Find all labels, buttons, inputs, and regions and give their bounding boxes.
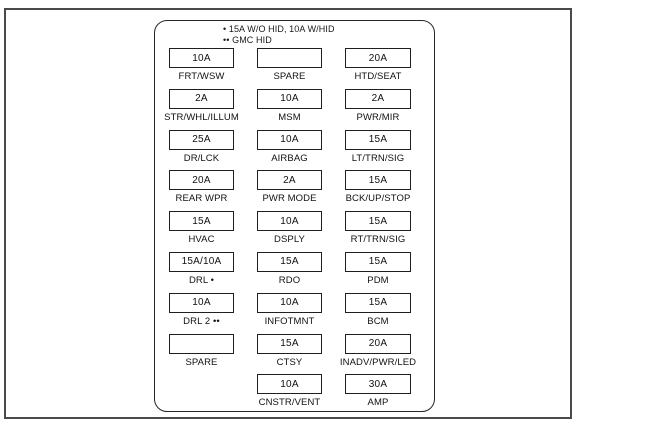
fuse-label: BCK/UP/STOP — [345, 193, 411, 205]
fuse-cell-r6-c1: 15A/10A DRL • — [169, 251, 234, 293]
fuse-label: MSM — [278, 111, 301, 123]
fuse-label: BCM — [367, 315, 389, 327]
fuse-amp-box: 25A — [169, 129, 234, 150]
fuse-cell-r7-c2: 10A INFOTMNT — [257, 292, 322, 334]
fuse-cell-r9-c3: 30A AMP — [345, 374, 411, 415]
fuse-amp-box: 10A — [257, 211, 322, 232]
fuse-cell-r1-c2: SPARE — [257, 48, 322, 89]
fuse-amp-box: 15A — [345, 211, 411, 232]
fuse-amp-box — [257, 48, 322, 68]
fuse-cell-r1-c3: 20A HTD/SEAT — [345, 48, 411, 89]
fuse-label: DSPLY — [274, 234, 305, 246]
fuse-cell-r8-c3: 20A INADV/PWR/LED — [340, 333, 416, 375]
fuse-cell-r4-c2: 2A PWR MODE — [257, 170, 322, 211]
fuse-amp-box: 15A — [345, 129, 411, 150]
fuse-cell-r4-c3: 15A BCK/UP/STOP — [345, 170, 411, 211]
fuse-label: REAR WPR — [175, 193, 228, 205]
fuse-label: DRL • — [188, 274, 215, 286]
fuse-cell-r5-c2: 10A DSPLY — [257, 211, 322, 252]
fuse-label: HVAC — [188, 234, 215, 246]
fuse-label: STR/WHL/ILLUM — [164, 111, 239, 123]
fuse-cell-r6-c3: 15A PDM — [345, 251, 411, 293]
fuse-amp-box: 10A — [169, 48, 234, 68]
fuse-amp-box: 20A — [345, 333, 411, 354]
fuse-amp-box: 10A — [257, 88, 322, 109]
fuse-cell-r4-c1: 20A REAR WPR — [169, 170, 234, 211]
fuse-amp-box: 15A — [345, 251, 411, 272]
fuse-label: LT/TRN/SIG — [351, 152, 405, 164]
fuse-amp-box: 2A — [345, 88, 411, 109]
fuse-label: RDO — [278, 274, 301, 286]
fuse-amp-box: 10A — [169, 292, 234, 313]
fuse-amp-box: 15A — [345, 292, 411, 313]
fuse-cell-r3-c3: 15A LT/TRN/SIG — [345, 129, 411, 171]
fuse-label: CTSY — [276, 356, 303, 368]
fuse-cell-r3-c1: 25A DR/LCK — [169, 129, 234, 171]
fuse-label: SPARE — [273, 71, 306, 82]
fuse-label: INADV/PWR/LED — [339, 356, 417, 368]
fuse-label: FRT/WSW — [178, 71, 225, 82]
fuse-label: PWR/MIR — [356, 111, 400, 123]
fuse-amp-box: 15A — [257, 251, 322, 272]
fuse-amp-box — [169, 333, 234, 354]
fuse-cell-r9-c2: 10A CNSTR/VENT — [257, 374, 322, 415]
fuse-amp-box: 10A — [257, 129, 322, 150]
fuse-cell-r5-c3: 15A RT/TRN/SIG — [345, 211, 411, 252]
fuse-cell-r7-c1: 10A DRL 2 •• — [169, 292, 234, 334]
fuse-cell-r2-c3: 2A PWR/MIR — [345, 88, 411, 130]
legend-line-hid: • 15A W/O HID, 10A W/HID — [223, 24, 335, 34]
legend-line-gmc-hid: •• GMC HID — [223, 34, 272, 45]
fuse-cell-r7-c3: 15A BCM — [345, 292, 411, 334]
fuse-panel: • 15A W/O HID, 10A W/HID •• GMC HID 10A F… — [154, 20, 435, 412]
fuse-label: HTD/SEAT — [354, 71, 402, 82]
fuse-amp-box: 15A — [257, 333, 322, 354]
fuse-label: PWR MODE — [262, 193, 317, 205]
fuse-cell-r3-c2: 10A AIRBAG — [257, 129, 322, 171]
fuse-amp-box: 15A — [169, 211, 234, 232]
fuse-cell-r6-c2: 15A RDO — [257, 251, 322, 293]
fuse-cell-r2-c2: 10A MSM — [257, 88, 322, 130]
fuse-legend: • 15A W/O HID, 10A W/HID •• GMC HID — [223, 24, 335, 45]
fuse-amp-box: 30A — [345, 374, 411, 395]
fuse-label: AMP — [367, 397, 389, 409]
fuse-cell-r2-c1: 2A STR/WHL/ILLUM — [164, 88, 239, 130]
fuse-label: DRL 2 •• — [183, 315, 220, 327]
fuse-label: AIRBAG — [271, 152, 308, 164]
fuse-amp-box: 10A — [257, 374, 322, 395]
fuse-label: DR/LCK — [183, 152, 220, 164]
fuse-amp-box: 2A — [169, 88, 234, 109]
fuse-cell-r8-c2: 15A CTSY — [257, 333, 322, 375]
fuse-cell-r5-c1: 15A HVAC — [169, 211, 234, 252]
fuse-cell-r8-c1: SPARE — [169, 333, 234, 375]
fuse-amp-box: 15A — [345, 170, 411, 191]
fuse-amp-box: 10A — [257, 292, 322, 313]
fuse-amp-box: 2A — [257, 170, 322, 191]
fuse-label: INFOTMNT — [264, 315, 315, 327]
fuse-label: PDM — [367, 274, 389, 286]
diagram-outer-frame: • 15A W/O HID, 10A W/HID •• GMC HID 10A F… — [4, 8, 572, 419]
fuse-cell-r1-c1: 10A FRT/WSW — [169, 48, 234, 89]
fuse-label: CNSTR/VENT — [258, 397, 321, 409]
fuse-grid: 10A FRT/WSW SPARE 20A HTD/SEAT 2A STR/WHL/ILLU… — [164, 48, 416, 415]
fuse-label: RT/TRN/SIG — [350, 234, 406, 246]
fuse-amp-box: 15A/10A — [169, 251, 234, 272]
fuse-amp-box: 20A — [345, 48, 411, 68]
fuse-amp-box: 20A — [169, 170, 234, 191]
fuse-cell-r9-c1 — [169, 374, 234, 415]
fuse-label: SPARE — [185, 356, 218, 368]
